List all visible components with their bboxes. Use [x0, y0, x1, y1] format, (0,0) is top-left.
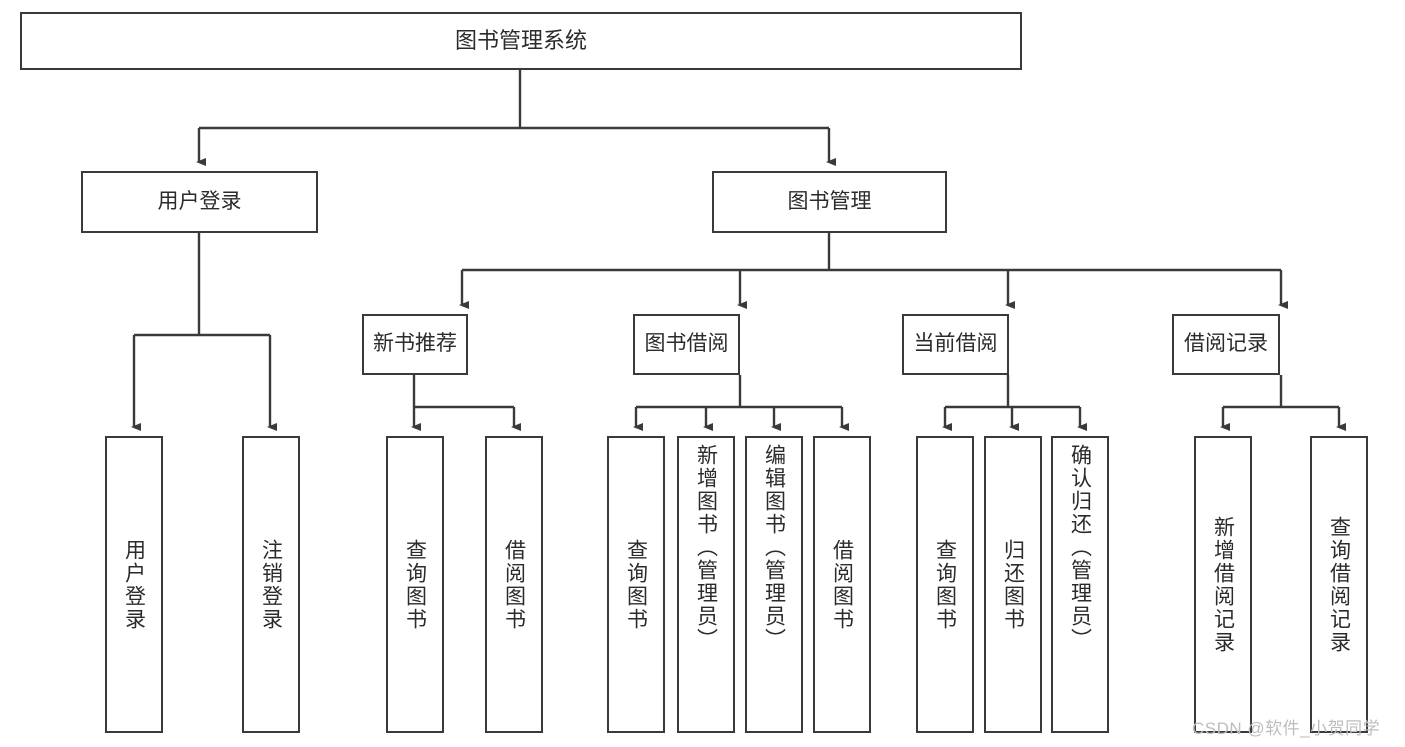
leaf-recommend-borrow-book[interactable]: 借阅图书: [485, 436, 543, 733]
node-root-system[interactable]: 图书管理系统: [20, 12, 1022, 70]
node-label: 归还图书: [1001, 538, 1025, 631]
node-label: 图书借阅: [644, 332, 729, 356]
node-label: 图书管理系统: [454, 28, 587, 54]
node-user-login[interactable]: 用户登录: [81, 171, 318, 233]
node-label: 查询图书: [933, 538, 957, 631]
node-label: 借阅记录: [1184, 332, 1268, 356]
node-borrow-record[interactable]: 借阅记录: [1172, 314, 1280, 375]
leaf-current-return-book[interactable]: 归还图书: [984, 436, 1042, 733]
node-label: 新书推荐: [373, 332, 457, 356]
node-label: 新增图书（管理员）: [694, 444, 718, 651]
node-label: 查询图书: [403, 538, 427, 631]
leaf-borrow-add-book-admin[interactable]: 新增图书（管理员）: [677, 436, 735, 733]
leaf-borrow-borrow-book[interactable]: 借阅图书: [813, 436, 871, 733]
node-label: 新增借阅记录: [1211, 515, 1235, 654]
node-new-book-recommend[interactable]: 新书推荐: [362, 314, 468, 375]
leaf-record-add-record[interactable]: 新增借阅记录: [1194, 436, 1252, 733]
leaf-current-confirm-return-admin[interactable]: 确认归还（管理员）: [1051, 436, 1109, 733]
node-book-management[interactable]: 图书管理: [712, 171, 947, 233]
node-label: 注销登录: [259, 538, 283, 631]
leaf-borrow-edit-book-admin[interactable]: 编辑图书（管理员）: [745, 436, 803, 733]
node-label: 编辑图书（管理员）: [762, 444, 786, 651]
node-label: 确认归还（管理员）: [1068, 444, 1092, 651]
leaf-borrow-query-book[interactable]: 查询图书: [607, 436, 665, 733]
leaf-recommend-query-book[interactable]: 查询图书: [386, 436, 444, 733]
node-label: 查询图书: [624, 538, 648, 631]
watermark: CSDN @软件_小贺同学: [1192, 719, 1381, 738]
node-label: 用户登录: [157, 189, 242, 213]
leaf-current-query-book[interactable]: 查询图书: [916, 436, 974, 733]
node-label: 查询借阅记录: [1327, 515, 1351, 654]
leaf-user-logout[interactable]: 注销登录: [242, 436, 300, 733]
node-label: 用户登录: [122, 538, 146, 631]
leaf-record-query-record[interactable]: 查询借阅记录: [1310, 436, 1368, 733]
node-label: 借阅图书: [830, 538, 854, 631]
node-current-borrow[interactable]: 当前借阅: [902, 314, 1009, 375]
node-label: 借阅图书: [502, 538, 526, 631]
leaf-user-login[interactable]: 用户登录: [105, 436, 163, 733]
node-label: 当前借阅: [913, 332, 998, 356]
node-book-borrow[interactable]: 图书借阅: [633, 314, 740, 375]
node-label: 图书管理: [787, 189, 872, 213]
